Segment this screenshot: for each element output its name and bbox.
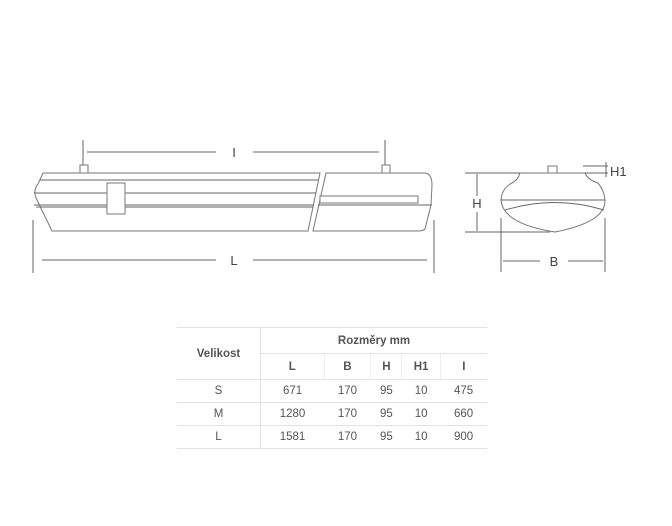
cell: 95 bbox=[370, 402, 402, 426]
cell: 10 bbox=[401, 379, 441, 403]
header-rozmery: Rozměry mm bbox=[260, 327, 487, 354]
table-row: S 671 170 95 10 475 bbox=[177, 379, 487, 403]
cell: 475 bbox=[440, 379, 487, 403]
cell: 95 bbox=[370, 425, 402, 449]
cell: 170 bbox=[324, 425, 371, 449]
cell: 660 bbox=[440, 402, 487, 426]
header-velikost: Velikost bbox=[177, 327, 261, 380]
cell: 10 bbox=[401, 425, 441, 449]
luminaire-body-left bbox=[34, 172, 321, 232]
col-header: L bbox=[260, 353, 325, 380]
dimension-label-H: H bbox=[472, 196, 481, 211]
dimension-label-i: I bbox=[232, 145, 236, 160]
front-view: I L bbox=[32, 140, 435, 273]
cell: 95 bbox=[370, 379, 402, 403]
col-header: H1 bbox=[401, 353, 441, 380]
col-header: B bbox=[323, 353, 371, 380]
cell: 170 bbox=[324, 379, 371, 403]
col-header: H bbox=[370, 353, 402, 380]
cell: 900 bbox=[440, 425, 487, 449]
cell: 10 bbox=[401, 402, 441, 426]
clip bbox=[106, 182, 126, 215]
size-cell: M bbox=[177, 402, 261, 426]
table-row: M 1280 170 95 10 660 bbox=[177, 402, 487, 426]
col-header: I bbox=[439, 353, 487, 380]
side-view: H H1 B bbox=[465, 162, 627, 272]
cell: 170 bbox=[324, 402, 371, 426]
mount-side bbox=[547, 165, 558, 174]
dimension-label-L: L bbox=[230, 253, 237, 268]
dimensions-table: Velikost Rozměry mm L B H H1 I S 671 170… bbox=[177, 327, 487, 449]
mount-left bbox=[79, 164, 89, 174]
size-cell: S bbox=[177, 379, 261, 403]
cell: 671 bbox=[260, 379, 325, 403]
cell: 1581 bbox=[260, 425, 325, 449]
mount-right bbox=[381, 164, 391, 174]
dimension-label-B: B bbox=[550, 254, 559, 269]
size-cell: L bbox=[177, 425, 261, 449]
cell: 1280 bbox=[260, 402, 325, 426]
table-row: L 1581 170 95 10 900 bbox=[177, 425, 487, 449]
dimension-label-H1: H1 bbox=[610, 164, 627, 179]
